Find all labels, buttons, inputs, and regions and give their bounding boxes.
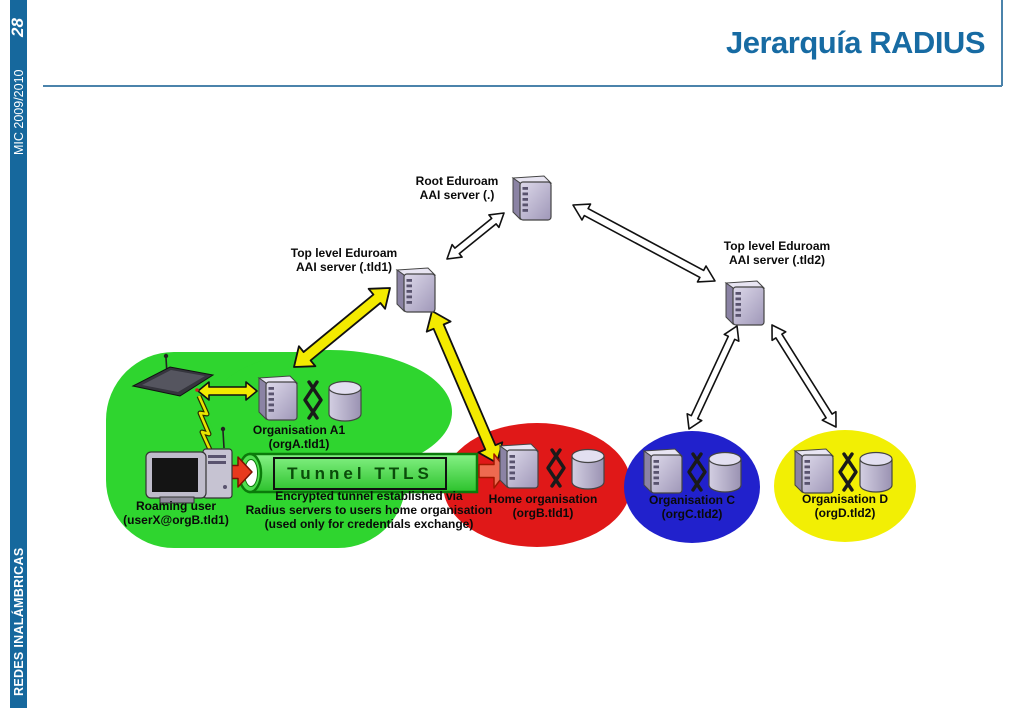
title-underline bbox=[43, 85, 1002, 87]
label-tld1-server: Top level Eduroam AAI server (.tld1) bbox=[290, 246, 398, 274]
org-d-database-icon bbox=[859, 451, 893, 493]
label-root-server: Root Eduroam AAI server (.) bbox=[415, 174, 499, 202]
label-org-d: Organisation D (orgD.tld2) bbox=[801, 492, 889, 520]
org-a-database-icon bbox=[328, 380, 362, 422]
tunnel-label: Tunnel TTLS bbox=[287, 463, 433, 483]
label-tld2-server: Top level Eduroam AAI server (.tld2) bbox=[723, 239, 831, 267]
arrow-root-tld1 bbox=[446, 212, 505, 260]
arrow-ap-orgA-server bbox=[197, 381, 258, 401]
label-roaming-user: Roaming user (userX@orgB.tld1) bbox=[123, 499, 229, 527]
access-point-icon bbox=[131, 353, 215, 397]
home-org-database-icon bbox=[571, 448, 605, 490]
label-org-c: Organisation C (orgC.tld2) bbox=[648, 493, 736, 521]
org-c-database-icon bbox=[708, 451, 742, 493]
title-right-border bbox=[1001, 0, 1003, 86]
tld2-server-icon bbox=[725, 280, 765, 326]
org-c-server-icon bbox=[643, 448, 683, 494]
arrow-tld2-orgD bbox=[771, 324, 837, 428]
tld1-server-icon bbox=[396, 267, 436, 313]
roaming-user-computer-icon bbox=[145, 426, 233, 504]
tunnel-label-box: Tunnel TTLS bbox=[273, 457, 447, 490]
wireless-bolt-icon bbox=[196, 394, 214, 454]
slide-title: Jerarquía RADIUS bbox=[725, 25, 986, 60]
tunnel-note: Encrypted tunnel established via Radius … bbox=[245, 489, 493, 531]
label-org-a: Organisation A1 (orgA.tld1) bbox=[252, 423, 346, 451]
label-home-org: Home organisation (orgB.tld1) bbox=[488, 492, 598, 520]
root-server-icon bbox=[512, 175, 552, 221]
org-d-server-icon bbox=[794, 448, 834, 494]
sidebar-bar bbox=[10, 0, 27, 708]
home-org-server-icon bbox=[499, 443, 539, 489]
arrow-orgA-tld1 bbox=[293, 287, 391, 368]
arrow-root-tld2 bbox=[572, 203, 716, 283]
org-a-server-icon bbox=[258, 375, 298, 421]
arrow-layer bbox=[197, 203, 837, 489]
arrow-tld2-orgC bbox=[686, 325, 740, 430]
